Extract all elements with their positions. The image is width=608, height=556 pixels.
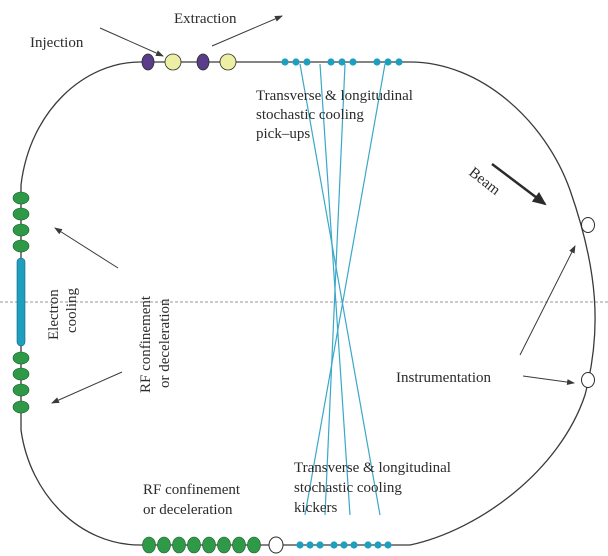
kickers-label-line-3: kickers	[294, 500, 337, 516]
instrumentation-upper	[581, 217, 595, 233]
rf-bottom-label-line-1: RF confinement	[143, 482, 241, 498]
instrumentation-label: Instrumentation	[396, 370, 491, 386]
electron-cooler	[16, 257, 26, 347]
pickups-label-line-1: Transverse & longitudinal	[256, 88, 413, 104]
rf-side-arrow-down	[51, 371, 123, 404]
electron-cooling-label-line-1: Electron	[46, 289, 62, 340]
instrumentation-lower	[581, 372, 595, 388]
storage-ring-outline	[20, 61, 596, 546]
pickups-label-line-2: stochastic cooling	[256, 107, 364, 123]
beam-direction-arrow	[491, 163, 547, 206]
extraction-label: Extraction	[174, 11, 237, 27]
pickup-electrodes	[281, 58, 403, 66]
pickups-label-line-3: pick–ups	[256, 126, 310, 142]
rf-side-label-line-1: RF confinement	[138, 295, 154, 393]
injection-label: Injection	[30, 35, 84, 51]
kickers-label-line-1: Transverse & longitudinal	[294, 460, 451, 476]
stochastic-cooling-signal-lines	[299, 63, 386, 516]
extraction-arrow	[211, 15, 283, 47]
rf-cavities-left	[12, 191, 30, 414]
instrumentation-arrow-upper	[519, 245, 576, 356]
rf-cavities-bottom	[142, 536, 261, 554]
kickers-label-line-2: stochastic cooling	[294, 480, 402, 496]
extraction-kicker-purple	[196, 53, 210, 71]
bottom-instrument-white	[268, 536, 284, 554]
rf-side-label-line-2: or deceleration	[157, 298, 173, 388]
extraction-septum-yellow	[219, 53, 237, 71]
instrumentation-arrow-lower	[522, 375, 575, 386]
rf-side-arrow-up	[54, 227, 119, 269]
injection-extraction-elements	[141, 53, 237, 71]
injection-septum-yellow	[164, 53, 182, 71]
electron-cooling-label-line-2: cooling	[64, 288, 80, 333]
injection-kicker-purple	[141, 53, 155, 71]
injection-arrow	[99, 27, 164, 57]
rf-bottom-label-line-2: or deceleration	[143, 502, 233, 518]
kicker-electrodes	[296, 541, 392, 549]
